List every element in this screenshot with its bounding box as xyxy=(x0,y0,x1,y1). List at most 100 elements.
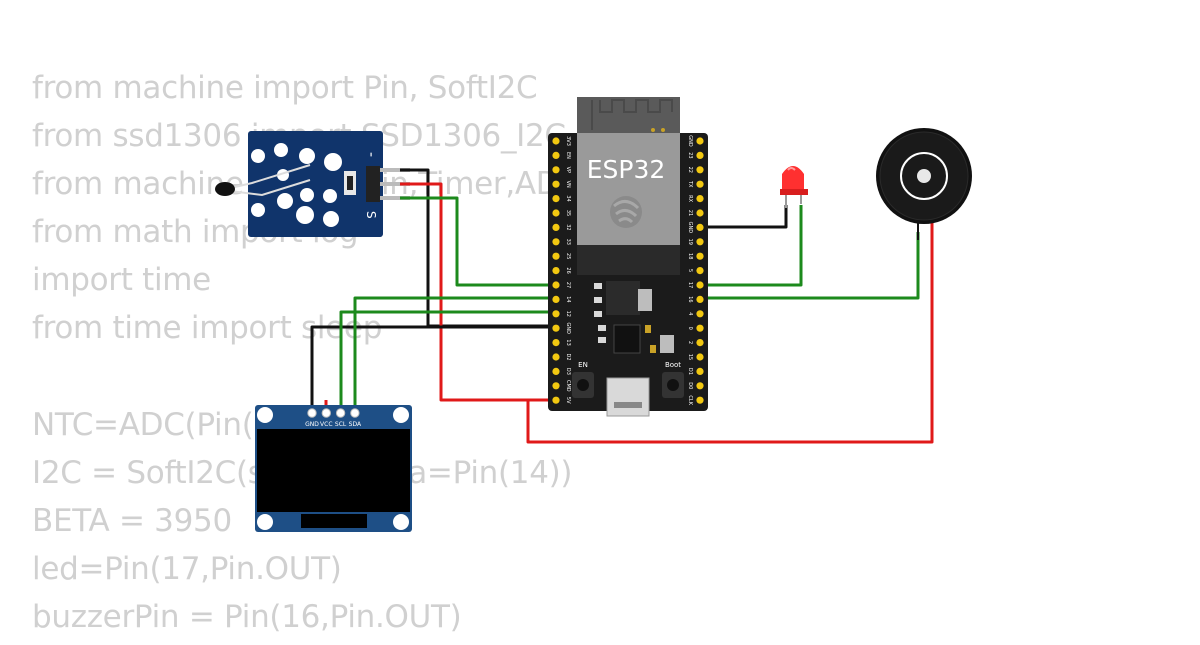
esp32-pin-pad[interactable] xyxy=(552,353,560,361)
esp32-pin-pad[interactable] xyxy=(552,367,560,375)
esp32-pin-pad[interactable] xyxy=(696,367,704,375)
esp32-pin-label: 17 xyxy=(687,282,693,288)
esp32-pin-pad[interactable] xyxy=(696,137,704,145)
esp32-pin-pad[interactable] xyxy=(696,223,704,231)
esp32-pin-pad[interactable] xyxy=(696,324,704,332)
esp32-pin-pad[interactable] xyxy=(552,339,560,347)
code-line-text: from time import sleep xyxy=(32,310,383,347)
code-line: BETA = 3950 xyxy=(32,501,581,549)
esp32-pin-label: 13 xyxy=(565,339,571,345)
oled-pin-pad[interactable] xyxy=(350,408,360,418)
esp32-pin-label: 33 xyxy=(565,239,571,245)
esp32-pin-label: GND xyxy=(687,222,693,234)
esp32-pin-label: 15 xyxy=(687,354,693,360)
esp32-pin-pad[interactable] xyxy=(552,195,560,203)
piezo-buzzer[interactable] xyxy=(876,128,972,240)
esp32-pin-label: VP xyxy=(565,167,571,173)
esp32-pin-label: 16 xyxy=(687,296,693,302)
oled-pin-label: SDA xyxy=(349,421,362,428)
en-button-label: EN xyxy=(578,361,588,369)
esp32-board[interactable]: ESP32 EN Boot 3V3ENVPVN34353233252627141… xyxy=(548,97,708,417)
ntc-pin-minus: - xyxy=(363,152,379,157)
esp32-pin-label: 3V3 xyxy=(565,136,571,146)
esp32-pin-pad[interactable] xyxy=(552,252,560,260)
esp32-pin-pad[interactable] xyxy=(552,295,560,303)
esp32-pin-pad[interactable] xyxy=(552,137,560,145)
esp32-pin-label: 12 xyxy=(565,311,571,317)
esp32-pin-label: CLK xyxy=(687,395,693,405)
esp32-left-pin-header: 3V3ENVPVN343532332526271412GND13D2D3CMD5… xyxy=(552,136,571,404)
wire-led-gnd xyxy=(700,205,788,229)
esp32-pin-label: D3 xyxy=(565,368,571,375)
red-led[interactable] xyxy=(780,166,808,208)
esp32-pin-label: 14 xyxy=(565,296,571,302)
esp32-pin-label: D0 xyxy=(687,382,693,389)
esp32-pin-label: TX xyxy=(687,180,693,188)
esp32-pin-pad[interactable] xyxy=(552,209,560,217)
oled-pin-label: VCC xyxy=(320,421,332,428)
esp32-pin-pad[interactable] xyxy=(696,353,704,361)
esp32-pin-label: 32 xyxy=(565,224,571,230)
esp32-pin-label: EN xyxy=(565,152,571,159)
esp32-pin-label: 26 xyxy=(565,267,571,273)
esp32-pin-pad[interactable] xyxy=(552,223,560,231)
esp32-pin-label: 23 xyxy=(687,152,693,158)
wires xyxy=(310,168,934,444)
esp32-pin-label: RX xyxy=(687,195,693,202)
wire-ntc-signal xyxy=(400,196,556,287)
thermistor-bead xyxy=(215,182,235,196)
esp32-pin-pad[interactable] xyxy=(552,396,560,404)
code-line-text: buzzerPin = Pin(16,Pin.OUT) xyxy=(32,599,462,636)
esp32-pin-label: 0 xyxy=(687,327,693,330)
circuit-diagram: - S ESP32 xyxy=(215,97,972,532)
code-line-text: from machine import Pin, SoftI2C xyxy=(32,70,538,106)
code-line: from machine import Pin, SoftI2C xyxy=(32,68,581,116)
esp32-pin-pad[interactable] xyxy=(696,281,704,289)
esp32-pin-pad[interactable] xyxy=(552,281,560,289)
code-line: import time xyxy=(32,260,581,308)
esp32-pin-pad[interactable] xyxy=(552,324,560,332)
esp32-pin-pad[interactable] xyxy=(696,295,704,303)
esp32-pin-pad[interactable] xyxy=(696,180,704,188)
esp32-pin-label: 5V xyxy=(565,397,571,404)
wire-oled-scl xyxy=(339,310,556,414)
esp32-pin-pad[interactable] xyxy=(696,151,704,159)
code-line: from time import sleep xyxy=(32,308,581,356)
esp32-pin-pad[interactable] xyxy=(552,310,560,318)
esp32-pin-pad[interactable] xyxy=(552,166,560,174)
esp32-pin-label: 22 xyxy=(687,167,693,173)
esp32-pin-pad[interactable] xyxy=(696,382,704,390)
oled-pin-pad[interactable] xyxy=(335,408,346,418)
wire-buzzer-signal xyxy=(700,232,920,300)
esp32-pin-pad[interactable] xyxy=(696,267,704,275)
usb-connector xyxy=(606,377,650,417)
esp32-pin-pad[interactable] xyxy=(696,238,704,246)
ntc-sensor-module[interactable]: - S xyxy=(215,131,410,237)
esp32-pin-pad[interactable] xyxy=(696,166,704,174)
esp32-pin-pad[interactable] xyxy=(696,396,704,404)
esp32-pin-pad[interactable] xyxy=(552,382,560,390)
esp32-pin-pad[interactable] xyxy=(696,339,704,347)
esp32-pin-pad[interactable] xyxy=(696,310,704,318)
esp32-pin-label: 35 xyxy=(565,210,571,216)
oled-pin-label: GND xyxy=(305,421,319,428)
oled-pin-pad[interactable] xyxy=(307,408,317,418)
esp32-pin-pad[interactable] xyxy=(552,180,560,188)
esp32-pin-pad[interactable] xyxy=(552,151,560,159)
esp32-pin-label: 2 xyxy=(687,341,693,344)
esp32-pin-pad[interactable] xyxy=(552,267,560,275)
wire-buzzer-vcc xyxy=(526,222,934,444)
esp32-pin-pad[interactable] xyxy=(696,195,704,203)
esp32-pin-pad[interactable] xyxy=(552,238,560,246)
oled-pin-label: SCL xyxy=(335,421,347,428)
wire-ntc-gnd xyxy=(400,168,556,328)
oled-pin-pad[interactable] xyxy=(321,408,331,418)
esp32-pin-label: GND xyxy=(687,135,693,147)
wire-ntc-vcc xyxy=(400,182,556,402)
esp32-pin-pad[interactable] xyxy=(696,252,704,260)
esp32-pin-label: CMD xyxy=(565,380,571,392)
esp32-pin-pad[interactable] xyxy=(696,209,704,217)
code-line: buzzerPin = Pin(16,Pin.OUT) xyxy=(32,597,581,645)
